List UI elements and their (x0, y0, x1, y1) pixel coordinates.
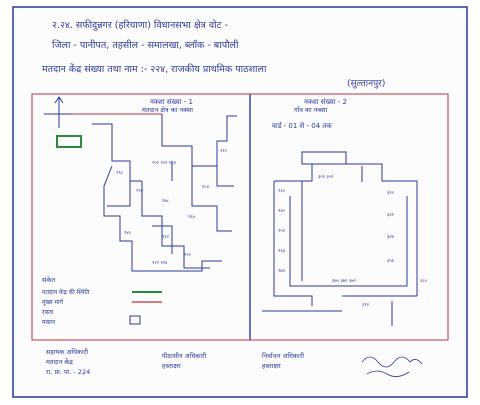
house-label: १९८ (116, 171, 124, 176)
map-sheet: २.२४. सफीदुन्नगर (हरियाणा) विधानसभा क्षे… (12, 6, 468, 398)
right-map-house-labels: २३० २४० २५१ २६३ २७५ ३०१ ३०२ ३२० ३३१ ३४४ … (278, 175, 428, 308)
left-map-streets (92, 114, 237, 272)
signature-icon (361, 356, 423, 377)
right-map-subheading: गाँव का नक्शा (294, 106, 328, 114)
legend-item: मकान (42, 319, 56, 326)
footer-left-line: रा. प्रा. पा. - 224 (46, 368, 90, 376)
house-label: २६३ (278, 249, 285, 254)
house-label: २३० (278, 189, 286, 194)
house-label: २७५ (278, 269, 286, 274)
left-map-legend: संकेत मतदान केंद्र की स्थिति मुख्य मार्ग… (42, 276, 162, 326)
right-map-streets (262, 151, 418, 326)
house-label: ११२ ११४ (152, 261, 168, 266)
footer: सहायक अधिकारी मतदान केंद्र रा. प्रा. पा.… (46, 348, 423, 377)
sheet-border (12, 6, 468, 398)
header-line-2: जिला - पानीपत, तहसील - समालखा, ब्लॉक - ब… (52, 39, 239, 51)
footer-left-line: मतदान केंद्र (46, 358, 73, 366)
left-map-heading: नक्शा संख्या - 1 (150, 98, 193, 106)
house-label: २१० (220, 149, 228, 154)
house-label: १४० (124, 231, 132, 236)
house-label: २०१ २०२ २०३ (152, 161, 176, 166)
house-label: १३२ (162, 235, 169, 240)
polling-station-icon (56, 135, 82, 148)
house-label: ३७० ३७१ ३७२ (332, 279, 356, 284)
header-line-4: (सुल्तानपुर) (347, 79, 385, 89)
legend-item: रास्ता (42, 309, 54, 316)
house-label: १९० (136, 189, 144, 194)
house-label: ३९२ (362, 303, 369, 308)
right-map-heading: नक्शा संख्या - 2 (304, 98, 347, 106)
right-map-note: वार्ड - 01 से - 04 तक (272, 121, 332, 130)
footer-center-line: पीठासीन अधिकारी (162, 352, 207, 360)
house-label: २४० (278, 209, 286, 214)
left-map-subheading: मतदान क्षेत्र का नक्शा (142, 106, 193, 114)
house-label: १६५ (188, 215, 196, 220)
house-label: १२० (184, 253, 192, 258)
house-label: ३४४ (387, 235, 395, 240)
header: २.२४. सफीदुन्नगर (हरियाणा) विधानसभा क्षे… (42, 19, 385, 89)
header-line-3: मतदान केंद्र संख्या तथा नाम :- २२४, राजक… (42, 63, 267, 75)
house-label: ३२० (387, 191, 395, 196)
left-map: नक्शा संख्या - 1 मतदान क्षेत्र का नक्शा (42, 96, 237, 326)
house-label: ३८० (420, 279, 428, 284)
house-label: २५१ (278, 229, 285, 234)
header-line-1: २.२४. सफीदुन्नगर (हरियाणा) विधानसभा क्षे… (52, 19, 228, 31)
legend-item: मतदान केंद्र की स्थिति (42, 288, 90, 296)
house-label: ३५६ (387, 259, 395, 264)
footer-center-line: हस्ताक्षर (162, 362, 181, 370)
footer-right-line: हस्ताक्षर (262, 362, 281, 370)
right-map: नक्शा संख्या - 2 गाँव का नक्शा वार्ड - 0… (262, 98, 428, 326)
house-label: ३०१ ३०२ (318, 175, 333, 180)
legend-item: मुख्य मार्ग (42, 298, 64, 306)
house-icon (129, 315, 141, 325)
maps-frame (31, 93, 449, 341)
house-label: ३३१ (387, 213, 394, 218)
footer-left-line: सहायक अधिकारी (46, 348, 88, 356)
house-label: १७८ (162, 199, 170, 204)
footer-right-line: निर्वाचन अधिकारी (262, 352, 304, 360)
house-label: १८४ (202, 185, 210, 190)
legend-title: संकेत (42, 276, 55, 284)
north-arrow-icon (44, 96, 74, 128)
left-map-house-labels: २०१ २०२ २०३ १९८ १९० १७८ १६५ १४० १३२ १२० … (116, 149, 228, 266)
